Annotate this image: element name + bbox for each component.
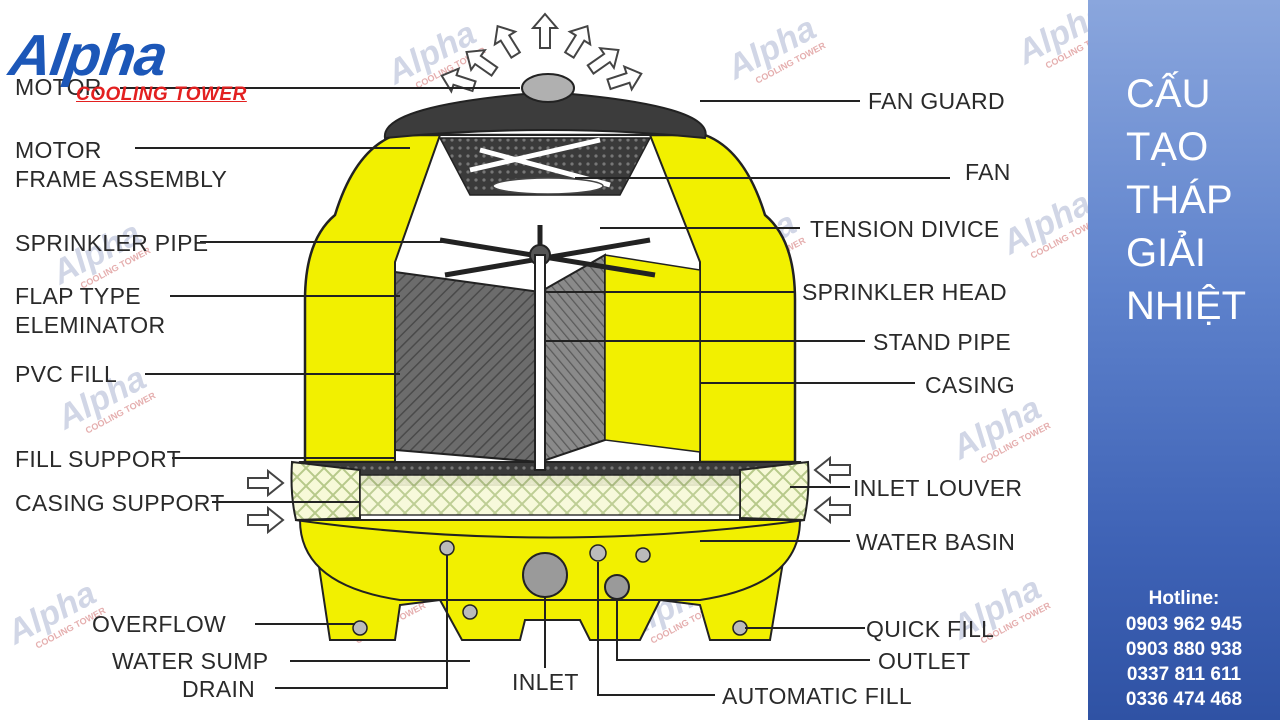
left-arrow-icon bbox=[813, 495, 851, 525]
brand-logo: Alpha COOLING TOWER bbox=[5, 22, 248, 112]
label-sprinkler-pipe: SPRINKLER PIPE bbox=[15, 230, 208, 256]
motor-dome bbox=[521, 73, 575, 103]
label-motor-frame-2: FRAME ASSEMBLY bbox=[15, 166, 227, 192]
right-arrow-icon bbox=[247, 505, 285, 535]
pvc-fill-right bbox=[539, 253, 606, 464]
title-line: GIẢI bbox=[1126, 231, 1207, 275]
title-line: TẠO bbox=[1126, 125, 1209, 169]
phone-number[interactable]: 0903 962 945 bbox=[1125, 614, 1243, 635]
labels-left: MOTOR MOTOR FRAME ASSEMBLY SPRINKLER PIP… bbox=[15, 74, 268, 702]
label-fill-support: FILL SUPPORT bbox=[15, 446, 181, 472]
label-stand-pipe: STAND PIPE bbox=[873, 329, 1011, 355]
up-arrow-icon bbox=[586, 46, 620, 75]
logo-sub-text: COOLING TOWER bbox=[76, 84, 247, 105]
label-motor-frame-1: MOTOR bbox=[15, 137, 102, 163]
title-line: THÁP bbox=[1126, 178, 1233, 222]
label-pvc-fill: PVC FILL bbox=[15, 361, 117, 387]
label-casing: CASING bbox=[925, 372, 1015, 398]
up-arrow-icon bbox=[465, 48, 499, 77]
sidebar-title: CẤU TẠO THÁP GIẢI NHIỆT bbox=[1126, 68, 1276, 333]
labels-right: FAN GUARD FAN TENSION DIVICE SPRINKLER H… bbox=[802, 88, 1022, 674]
label-automatic-fill: AUTOMATIC FILL bbox=[722, 683, 912, 709]
label-water-sump: WATER SUMP bbox=[112, 648, 268, 674]
label-inlet-louver: INLET LOUVER bbox=[853, 475, 1022, 501]
right-arrow-icon bbox=[247, 468, 285, 498]
inlet-louver-left bbox=[290, 460, 361, 522]
fan-guard-shape bbox=[383, 90, 707, 140]
inlet-louver-right bbox=[739, 460, 810, 522]
label-water-basin: WATER BASIN bbox=[856, 529, 1015, 555]
label-casing-support: CASING SUPPORT bbox=[15, 490, 225, 516]
phone-number[interactable]: 0337 811 611 bbox=[1126, 664, 1242, 685]
pvc-fill-left bbox=[394, 270, 541, 464]
exhaust-arrows bbox=[440, 12, 643, 94]
tower bbox=[290, 73, 810, 641]
up-arrow-icon bbox=[440, 66, 477, 94]
label-inlet: INLET bbox=[512, 669, 579, 695]
up-arrow-icon bbox=[530, 12, 560, 49]
label-fan: FAN bbox=[965, 159, 1011, 185]
left-arrow-icon bbox=[813, 455, 851, 485]
info-sidebar: CẤU TẠO THÁP GIẢI NHIỆT Hotline: 0903 96… bbox=[1088, 0, 1280, 720]
stand-pipe bbox=[534, 254, 546, 471]
label-flap-2: ELEMINATOR bbox=[15, 312, 165, 338]
hotline-block: Hotline: 0903 962 945 0903 880 938 0337 … bbox=[1088, 586, 1280, 712]
leader-lines bbox=[120, 87, 950, 696]
up-arrow-icon bbox=[493, 24, 522, 59]
phone-number[interactable]: 0903 880 938 bbox=[1125, 639, 1243, 660]
label-quick-fill: QUICK FILL bbox=[866, 616, 994, 642]
label-tension: TENSION DIVICE bbox=[810, 216, 1000, 242]
up-arrow-icon bbox=[606, 64, 643, 92]
label-fan-guard: FAN GUARD bbox=[868, 88, 1005, 114]
air-inlet-arrows bbox=[247, 455, 851, 535]
logo-main-text: Alpha bbox=[5, 23, 171, 88]
label-sprinkler-head: SPRINKLER HEAD bbox=[802, 279, 1007, 305]
louver-band bbox=[359, 474, 741, 516]
phone-number[interactable]: 0336 474 468 bbox=[1125, 689, 1243, 710]
label-drain: DRAIN bbox=[182, 676, 255, 702]
labels-bottom: INLET AUTOMATIC FILL bbox=[512, 669, 912, 709]
pvc-fill-right-face bbox=[604, 254, 701, 453]
label-flap-1: FLAP TYPE bbox=[15, 283, 141, 309]
title-line: CẤU bbox=[1126, 72, 1211, 116]
label-motor: MOTOR bbox=[15, 74, 102, 100]
up-arrow-icon bbox=[563, 24, 592, 59]
hotline-label: Hotline: bbox=[1148, 588, 1220, 609]
label-outlet: OUTLET bbox=[878, 648, 971, 674]
title-line: NHIỆT bbox=[1126, 284, 1246, 328]
label-overflow: OVERFLOW bbox=[92, 611, 226, 637]
